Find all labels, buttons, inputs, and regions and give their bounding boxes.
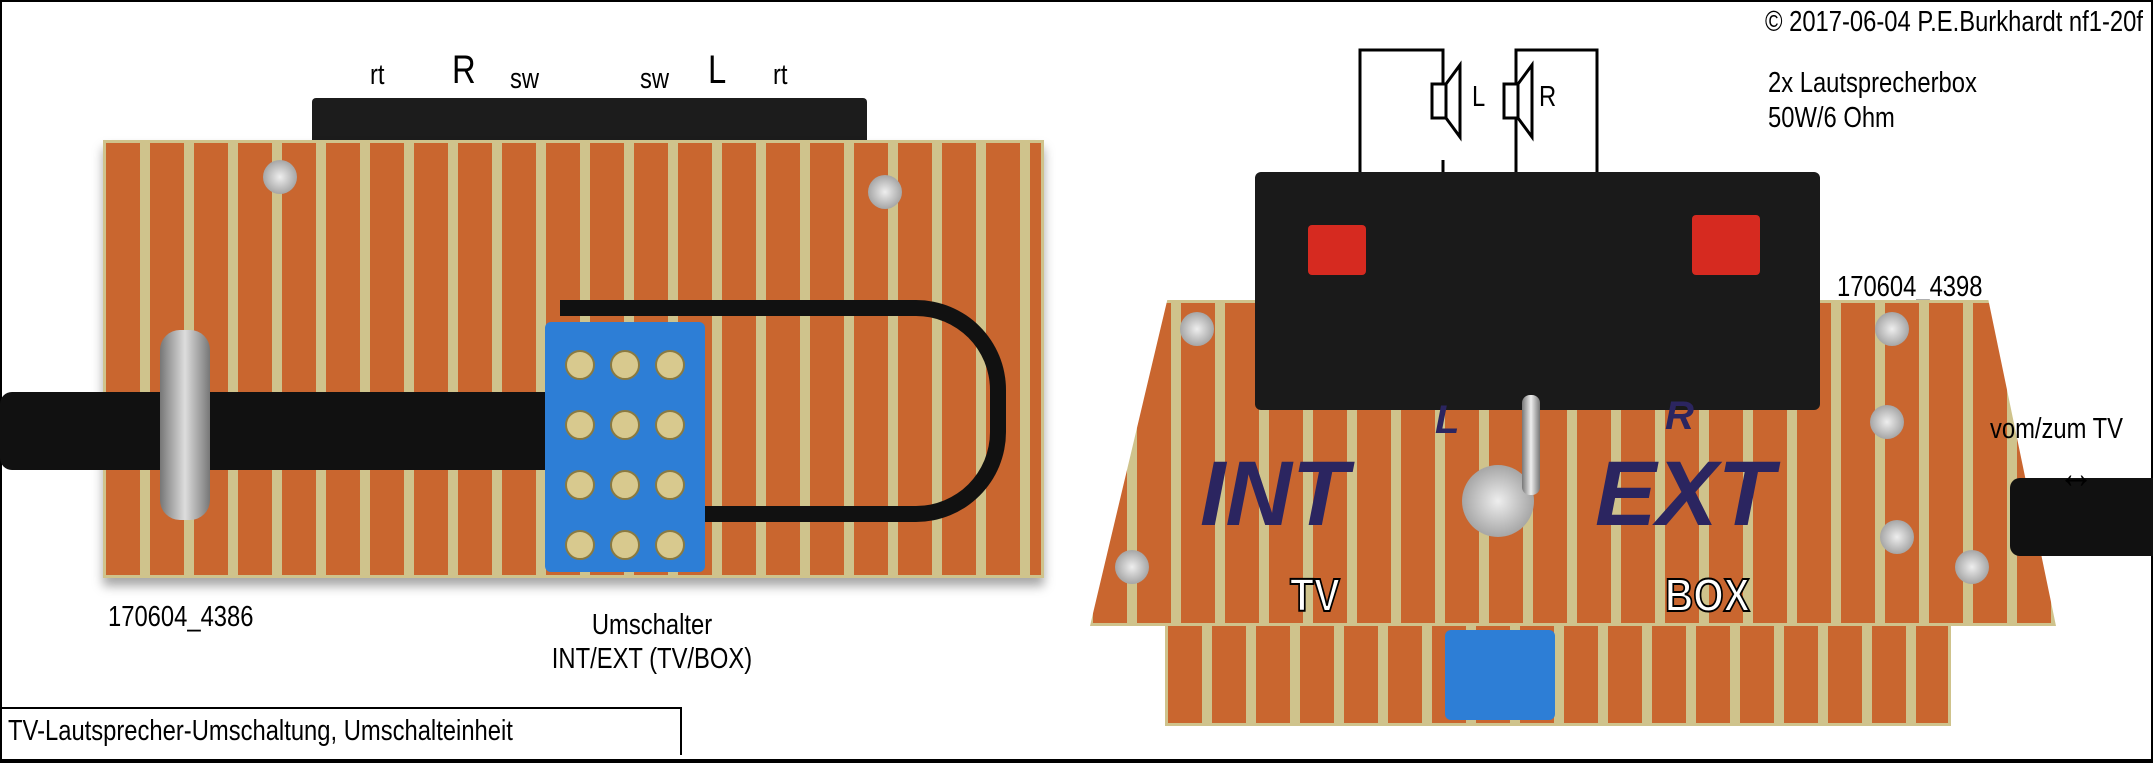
- cable-clamp: [160, 330, 210, 520]
- screw: [1955, 550, 1989, 584]
- speaker-left-label: L: [1472, 81, 1486, 113]
- double-arrow-icon: ↔: [2058, 449, 2095, 498]
- switch-body: [1445, 630, 1555, 720]
- tv-cable: [2010, 478, 2153, 556]
- switch-label-line2: INT/EXT (TV/BOX): [551, 643, 753, 675]
- switch-pin: [610, 470, 640, 500]
- marker-l: L: [1435, 398, 1460, 442]
- connector-label-rt: rt: [773, 59, 788, 91]
- connector-label-sw: sw: [640, 63, 670, 95]
- caption-text: TV-Lautsprecher-Umschaltung, Umschaltein…: [8, 715, 513, 747]
- switch-pin: [655, 410, 685, 440]
- connector-label-sw: sw: [510, 63, 540, 95]
- marker-int: INT: [1200, 443, 1349, 545]
- speaker-title: 2x Lautsprecherbox: [1768, 67, 1977, 99]
- screw: [1180, 312, 1214, 346]
- screw: [1875, 312, 1909, 346]
- copyright: © 2017-06-04 P.E.Burkhardt nf1-20f: [1765, 6, 2143, 38]
- speaker-connector: [312, 98, 867, 148]
- screw: [1880, 520, 1914, 554]
- toggle-switch-lever: [1522, 395, 1540, 495]
- screw: [263, 160, 297, 194]
- marker-r: R: [1665, 394, 1694, 438]
- switch-pin: [565, 410, 595, 440]
- connector-label-L: L: [708, 48, 727, 92]
- speaker-terminal-block: [1255, 172, 1820, 410]
- red-terminal-lever: [1692, 215, 1760, 275]
- switch-pin: [655, 530, 685, 560]
- switch-pin: [565, 350, 595, 380]
- switch-pin: [565, 530, 595, 560]
- connector-label-rt: rt: [370, 59, 385, 91]
- screw: [868, 175, 902, 209]
- switch-pin: [655, 470, 685, 500]
- screw: [1115, 550, 1149, 584]
- switch-pin: [565, 470, 595, 500]
- speaker-wiring-diagram: [1358, 48, 1599, 178]
- screw: [1870, 405, 1904, 439]
- lower-pcb-board: [1165, 620, 1951, 726]
- switch-pin: [610, 530, 640, 560]
- label-tv: TV: [1289, 569, 1341, 621]
- connector-label-R: R: [452, 48, 476, 92]
- marker-ext: EXT: [1595, 443, 1774, 545]
- cable-label: vom/zum TV: [1990, 413, 2124, 445]
- cable: [0, 392, 560, 470]
- photo-id-left: 170604_4386: [108, 601, 254, 633]
- speaker-spec: 50W/6 Ohm: [1768, 102, 1895, 134]
- switch-label-line1: Umschalter: [591, 609, 713, 641]
- switch-pin: [610, 410, 640, 440]
- label-box: BOX: [1664, 569, 1750, 621]
- speaker-right-label: R: [1539, 81, 1557, 113]
- photo-id-right: 170604_4398: [1837, 271, 1983, 303]
- red-terminal-lever: [1308, 225, 1366, 275]
- switch-pin: [655, 350, 685, 380]
- caption-box: TV-Lautsprecher-Umschaltung, Umschaltein…: [0, 707, 682, 755]
- switch-pin: [610, 350, 640, 380]
